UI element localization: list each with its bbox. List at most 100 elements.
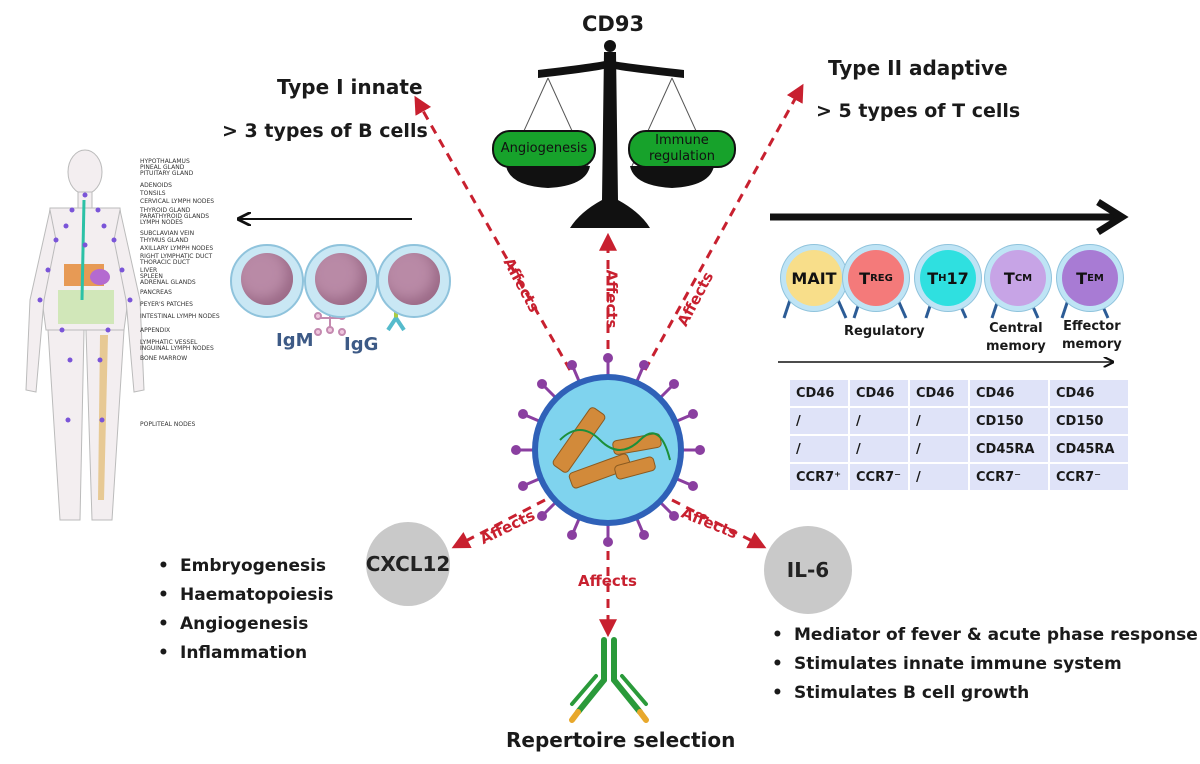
organ-label: INTESTINAL LYMPH NODES <box>140 313 220 320</box>
list-item: Embryogenesis <box>158 556 334 576</box>
t-cell-suffix: 17 <box>946 268 969 288</box>
b-cell <box>377 244 451 318</box>
t-cell-0: MAIT <box>786 250 842 306</box>
marker-cell: / <box>850 408 908 434</box>
igm-antibody-icon <box>314 300 346 336</box>
organ-label: AXILLARY LYMPH NODES <box>140 245 214 252</box>
marker-cell: CD46 <box>790 380 848 406</box>
center-title: CD93 <box>582 12 645 36</box>
il6-label: IL-6 <box>786 558 830 582</box>
organ-label: THORACIC DUCT <box>140 259 190 266</box>
t-cell-name: MAIT <box>791 268 837 288</box>
organ-label: PEYER'S PATCHES <box>140 301 193 308</box>
marker-cell: CCR7⁻ <box>1050 464 1128 490</box>
organ-label: THYMUS GLAND <box>140 237 189 244</box>
organ-label: PARATHYROID GLANDS <box>140 213 210 220</box>
organ-label: POPLITEAL NODES <box>140 421 196 428</box>
organ-label: RIGHT LYMPHATIC DUCT <box>140 253 213 260</box>
marker-cell: CCR7⁻ <box>850 464 908 490</box>
marker-cell: CD46 <box>970 380 1048 406</box>
marker-cell: / <box>910 436 968 462</box>
t-cell-name: T <box>859 268 871 288</box>
immune-label-line2: regulation <box>648 149 716 164</box>
immune-label-line1: Immune <box>655 133 709 148</box>
type2-arrow-head <box>1096 199 1129 235</box>
t-cell-subscript: REG <box>870 272 893 284</box>
regulatory-label: Regulatory <box>844 324 925 339</box>
organ-label: TONSILS <box>140 190 166 197</box>
organ-label: PITUITARY GLAND <box>140 170 194 177</box>
marker-cell: / <box>910 408 968 434</box>
b-cell <box>230 244 304 318</box>
organ-label: BONE MARROW <box>140 355 188 362</box>
t-cell-name: T <box>1076 268 1088 288</box>
organ-label: SUBCLAVIAN VEIN <box>140 230 195 237</box>
organ-label: HYPOTHALAMUS <box>140 158 190 165</box>
list-item: Inflammation <box>158 643 334 663</box>
list-item: Stimulates innate immune system <box>772 654 1198 674</box>
b-cell <box>304 244 378 318</box>
organ-label: ADENOIDS <box>140 182 172 189</box>
organ-label: PINEAL GLAND <box>140 164 185 171</box>
marker-cell: CCR7⁻ <box>970 464 1048 490</box>
marker-cell: CD150 <box>1050 408 1128 434</box>
organ-label: INGUINAL LYMPH NODES <box>140 345 214 352</box>
marker-cell: / <box>790 408 848 434</box>
organ-label: SPLEEN <box>140 273 163 280</box>
marker-cell: / <box>910 464 968 490</box>
organ-label: LYMPH NODES <box>140 219 183 226</box>
list-item: Haematopoiesis <box>158 585 334 605</box>
human-body-illustration <box>25 149 145 521</box>
t-cell-name: T <box>1003 268 1015 288</box>
organ-label: THYROID GLAND <box>140 207 191 214</box>
affects-arrows <box>414 83 804 638</box>
marker-cell: CD46 <box>850 380 908 406</box>
marker-cell: CD46 <box>910 380 968 406</box>
angiogenesis-label: Angiogenesis <box>500 141 588 156</box>
il6-function-list: Mediator of fever & acute phase response… <box>772 625 1198 712</box>
organ-label: ADRENAL GLANDS <box>140 279 196 286</box>
organ-label: APPENDIX <box>140 327 171 334</box>
affects-label-repertoire: Affects <box>578 572 637 590</box>
list-item: Mediator of fever & acute phase response <box>772 625 1198 645</box>
type1-title: Type I innate <box>277 75 423 99</box>
angiogenesis-pan: Angiogenesis <box>492 130 596 168</box>
t-cell-subscript: H <box>938 272 947 284</box>
list-item: Angiogenesis <box>158 614 334 634</box>
affects-label-cd93: Affects <box>602 269 621 329</box>
type1-subtitle: > 3 types of B cells <box>222 120 428 142</box>
organ-label: PANCREAS <box>140 289 172 296</box>
marker-cell: CD45RA <box>970 436 1048 462</box>
type2-title: Type II adaptive <box>828 56 1008 80</box>
organ-label: LIVER <box>140 267 158 274</box>
cxcl12-function-list: EmbryogenesisHaematopoiesisAngiogenesisI… <box>158 556 334 672</box>
central-memory-label-line2: memory <box>986 339 1046 354</box>
antibody-icon <box>569 637 649 723</box>
t-cell-name: T <box>927 268 939 288</box>
marker-cell: / <box>790 436 848 462</box>
cxcl12-label: CXCL12 <box>365 552 451 576</box>
repertoire-label: Repertoire selection <box>506 728 736 752</box>
effector-memory-label-line1: Effector <box>1063 319 1121 334</box>
igm-label: IgM <box>276 330 314 351</box>
t-cell-subscript: EM <box>1087 272 1104 284</box>
marker-cell: CD45RA <box>1050 436 1128 462</box>
il6-circle: IL-6 <box>764 526 852 614</box>
marker-cell: CD46 <box>1050 380 1128 406</box>
t-cell-subscript: CM <box>1014 272 1033 284</box>
virus-icon <box>511 353 705 547</box>
list-item: Stimulates B cell growth <box>772 683 1198 703</box>
organ-label: CERVICAL LYMPH NODES <box>140 198 215 205</box>
marker-row: CCR7⁺CCR7⁻/CCR7⁻CCR7⁻ <box>790 464 1128 490</box>
cxcl12-circle: CXCL12 <box>366 522 450 606</box>
balance-scale-icon <box>506 40 714 228</box>
central-memory-label-line1: Central <box>989 321 1043 336</box>
organ-label: LYMPHATIC VESSEL <box>140 339 198 346</box>
